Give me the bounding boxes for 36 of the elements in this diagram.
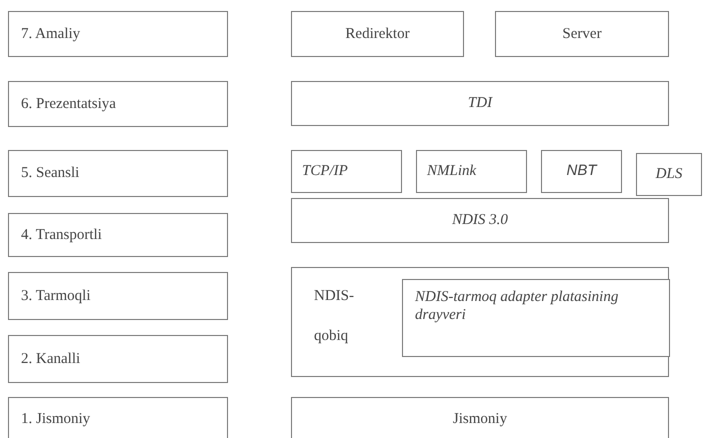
layer-label: 5. Seansli bbox=[21, 164, 80, 182]
layer-label: 6. Prezentatsiya bbox=[21, 94, 116, 112]
osi-layer-box bbox=[8, 272, 228, 320]
layer-label: 3. Tarmoqli bbox=[21, 286, 90, 304]
component-box bbox=[291, 397, 669, 438]
driver-box bbox=[402, 279, 670, 357]
layer-label: Server bbox=[561, 24, 603, 42]
layer-label: NBT bbox=[566, 162, 598, 180]
osi-layer-box bbox=[8, 335, 228, 383]
layer-label: 2. Kanalli bbox=[21, 350, 80, 368]
layer-label: NDIS 3.0 bbox=[451, 211, 509, 229]
layer-label: 7. Amaliy bbox=[21, 24, 80, 42]
osi-layer-box bbox=[8, 150, 228, 197]
osi-layer-box bbox=[8, 11, 228, 57]
layer-label: 4. Transportli bbox=[21, 226, 102, 244]
component-box bbox=[291, 150, 402, 193]
component-box bbox=[495, 11, 669, 57]
osi-layer-box bbox=[8, 213, 228, 257]
component-box bbox=[291, 198, 669, 243]
component-box bbox=[291, 11, 464, 57]
component-box bbox=[416, 150, 527, 193]
osi-layer-box bbox=[8, 81, 228, 127]
layer-label: Jismoniy bbox=[452, 410, 508, 428]
layer-label: NDIS-tarmoq adapter platasining drayveri bbox=[415, 288, 620, 324]
layer-label: TDI bbox=[466, 94, 494, 112]
component-box bbox=[541, 150, 622, 193]
component-box bbox=[636, 153, 702, 196]
osi-layer-box bbox=[8, 397, 228, 438]
layer-label: NMLink bbox=[427, 162, 476, 180]
layer-label: Redirektor bbox=[344, 24, 411, 42]
component-box bbox=[291, 81, 669, 126]
layer-label: NDIS-qobiq bbox=[314, 287, 354, 346]
layer-label: 1. Jismoniy bbox=[21, 410, 90, 428]
component-box bbox=[291, 267, 669, 377]
layer-label: DLS bbox=[654, 165, 684, 183]
layer-label: TCP/IP bbox=[302, 162, 348, 180]
